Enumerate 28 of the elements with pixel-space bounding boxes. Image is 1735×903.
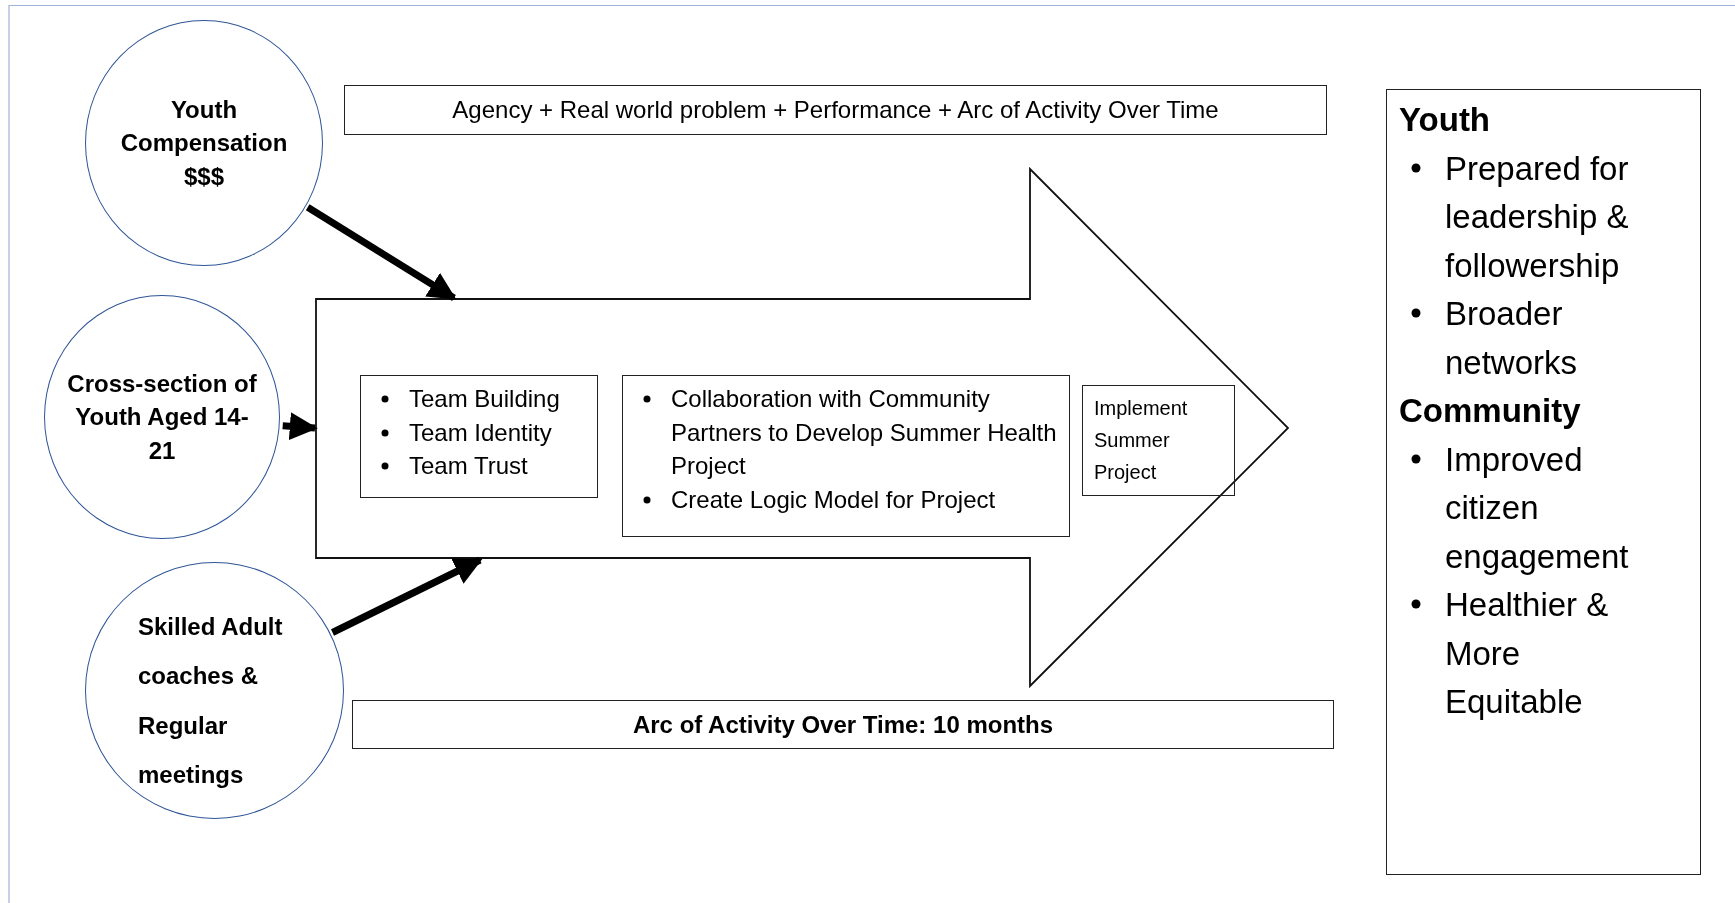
outcomes-panel [1386,89,1701,875]
circle-label: Skilled Adult coaches & Regular meetings [138,612,284,790]
arrow [330,556,483,636]
outcome-heading: Community [1399,391,1582,431]
bullet-item: Prepared for leadership & followership [1445,149,1629,284]
bullet-item: Team Trust [409,452,528,480]
bullet-item: Healthier & More Equitable [1445,586,1609,720]
bullet-item: Create Logic Model for Project [671,485,996,513]
activity-box [360,375,598,498]
outcome-heading: Youth [1399,100,1492,140]
text-box [352,700,1334,749]
bullet-item: Team Identity [409,418,552,446]
activity-box [622,375,1070,537]
arrow [305,204,457,301]
formula-text: Agency + Real world problem + Performance + Arc of Activity Over Time [452,96,1219,124]
bullet-item: Collaboration with Community Partners to Develop Summer Health Project [671,385,1057,480]
bullet-item: Team Building [409,385,560,412]
circle-label: Cross-section of Youth Aged 14-21 [66,368,258,466]
input-circle [85,562,344,819]
arrow [282,412,318,441]
bullet-item: Broader networks [1445,295,1578,381]
circle-label: Youth Compensation $$$ [119,94,289,192]
block-arrow [316,169,1289,687]
activity-box [1082,385,1235,496]
timeline-label: Arc of Activity Over Time: 10 months [632,710,1054,739]
step-label: Implement Summer Project [1094,397,1188,483]
text-box [344,85,1327,135]
bullet-item: Improved citizen engagement [1445,440,1629,575]
